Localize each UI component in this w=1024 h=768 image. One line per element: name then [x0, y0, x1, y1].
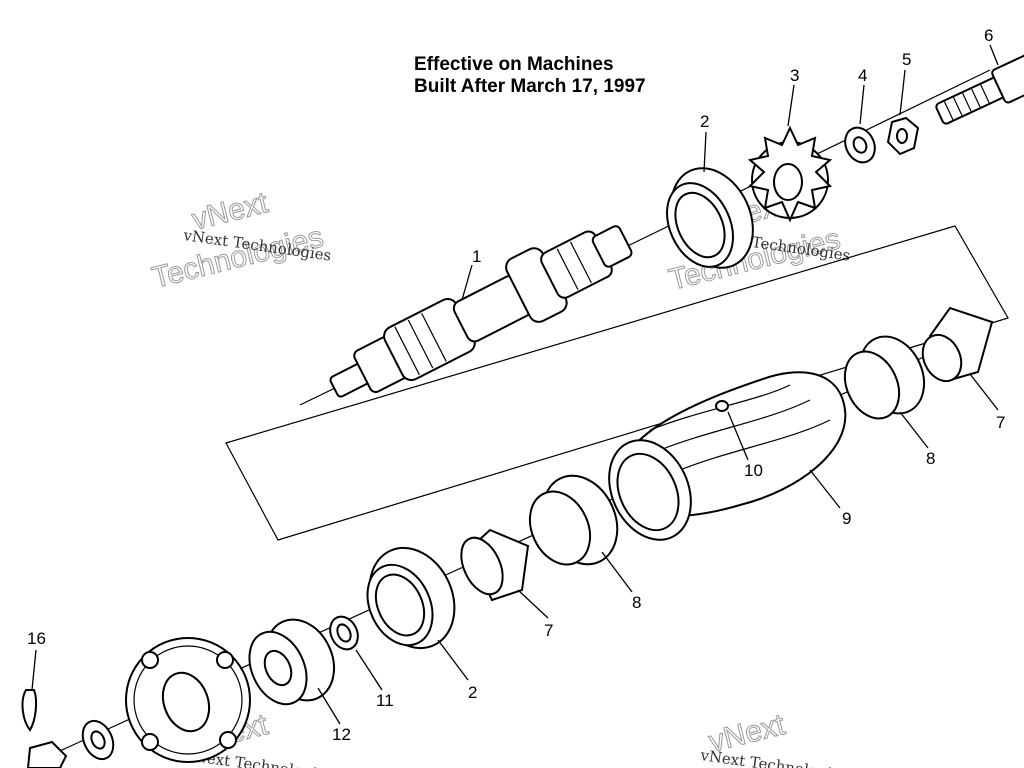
lock-washer — [886, 116, 920, 156]
callout-10: 10 — [744, 461, 763, 480]
washer-lower — [329, 615, 359, 651]
callout-5: 5 — [902, 50, 911, 69]
watermark-group-1: vNext Technologies vNext Technologies — [148, 186, 332, 296]
callout-9: 9 — [842, 509, 851, 528]
callout-8-upper: 8 — [926, 449, 935, 468]
bearing-cup-lower — [366, 546, 456, 650]
leader-2a — [703, 131, 707, 173]
leader-7b — [517, 589, 549, 619]
spacer — [248, 618, 336, 706]
bearing-cup-upper — [666, 167, 754, 269]
callout-2-upper: 2 — [700, 112, 709, 131]
leader-3 — [787, 84, 795, 127]
bearing-race-lower — [528, 474, 619, 566]
callout-12: 12 — [332, 725, 351, 744]
leader-2b — [437, 639, 469, 681]
heading-line-2: Built After March 17, 1997 — [414, 76, 646, 97]
inset-frame — [225, 225, 1009, 541]
bolt — [935, 54, 1024, 125]
callout-4: 4 — [858, 66, 867, 85]
leader-11 — [355, 649, 383, 691]
shaft-part — [329, 225, 633, 398]
heading-line-1: Effective on Machines — [414, 54, 614, 75]
bearing-cone-lower — [460, 528, 530, 602]
callout-6: 6 — [984, 26, 993, 45]
callout-7-lower: 7 — [544, 621, 553, 640]
bearing-race-upper — [843, 335, 926, 420]
callout-16: 16 — [27, 629, 46, 648]
leader-1 — [461, 264, 473, 301]
leader-9 — [809, 469, 841, 509]
washer-upper — [844, 126, 876, 164]
callout-7-upper: 7 — [996, 413, 1005, 432]
leader-7a — [969, 373, 999, 411]
callout-1: 1 — [472, 247, 481, 266]
castle-nut — [26, 740, 68, 768]
cotter-pin — [21, 689, 38, 732]
leader-8b — [601, 551, 633, 593]
small-sprocket — [747, 125, 833, 223]
cam-housing — [608, 371, 847, 541]
washer-end — [81, 719, 115, 761]
watermark-group-4: vNext vNext Technologies — [698, 708, 849, 768]
bearing-cone-upper — [921, 306, 994, 383]
large-sprocket — [125, 637, 251, 763]
leader-4 — [859, 84, 865, 125]
callout-3: 3 — [790, 66, 799, 85]
leader-10 — [727, 411, 749, 461]
diagram-heading: Effective on Machines Built After March … — [414, 54, 646, 98]
leader-12 — [317, 687, 341, 725]
leader-8a — [899, 411, 929, 449]
callout-8-lower: 8 — [632, 593, 641, 612]
leader-16 — [31, 649, 37, 691]
roll-pin — [715, 400, 729, 412]
leader-6 — [989, 44, 999, 66]
callout-2-lower: 2 — [468, 683, 477, 702]
watermark-small-4: vNext Technologies — [698, 746, 849, 768]
leader-5 — [899, 69, 906, 116]
callout-11: 11 — [376, 691, 394, 710]
